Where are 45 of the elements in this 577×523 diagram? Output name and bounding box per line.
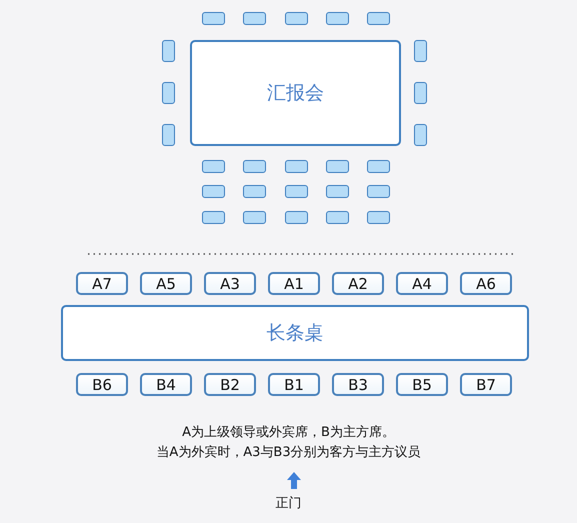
table: 汇报会 xyxy=(190,40,401,146)
chair xyxy=(243,12,266,25)
chair xyxy=(285,12,308,25)
seat-card: B2 xyxy=(204,373,256,396)
seat-card: B6 xyxy=(76,373,128,396)
chair xyxy=(414,82,427,104)
seat-card: B1 xyxy=(268,373,320,396)
chair xyxy=(367,160,390,173)
chair xyxy=(162,124,175,146)
note-text: A为上级领导或外宾席，B为主方席。 xyxy=(182,424,395,441)
seat-card: B4 xyxy=(140,373,192,396)
chair xyxy=(162,40,175,62)
seat-card: B7 xyxy=(460,373,512,396)
seat-card: A2 xyxy=(332,272,384,295)
chair xyxy=(414,40,427,62)
seat-card: A7 xyxy=(76,272,128,295)
chair xyxy=(202,12,225,25)
chair xyxy=(326,185,349,198)
seat-card: A3 xyxy=(204,272,256,295)
chair xyxy=(367,185,390,198)
chair xyxy=(326,160,349,173)
chair xyxy=(202,211,225,224)
chair xyxy=(243,211,266,224)
seat-card: B5 xyxy=(396,373,448,396)
note-text: 当A为外宾时，A3与B3分别为客方与主方议员 xyxy=(156,444,421,461)
chair xyxy=(367,12,390,25)
seat-card: B3 xyxy=(332,373,384,396)
seat-card: A5 xyxy=(140,272,192,295)
chair xyxy=(285,211,308,224)
chair xyxy=(326,211,349,224)
seat-card: A6 xyxy=(460,272,512,295)
chair xyxy=(202,160,225,173)
chair xyxy=(243,160,266,173)
chair xyxy=(285,185,308,198)
seat-card: A1 xyxy=(268,272,320,295)
entrance-label: 正门 xyxy=(276,495,302,512)
chair xyxy=(326,12,349,25)
chair xyxy=(367,211,390,224)
chair xyxy=(414,124,427,146)
chair xyxy=(162,82,175,104)
chair xyxy=(243,185,266,198)
table: 长条桌 xyxy=(61,305,529,361)
chair xyxy=(285,160,308,173)
chair xyxy=(202,185,225,198)
seat-card: A4 xyxy=(396,272,448,295)
